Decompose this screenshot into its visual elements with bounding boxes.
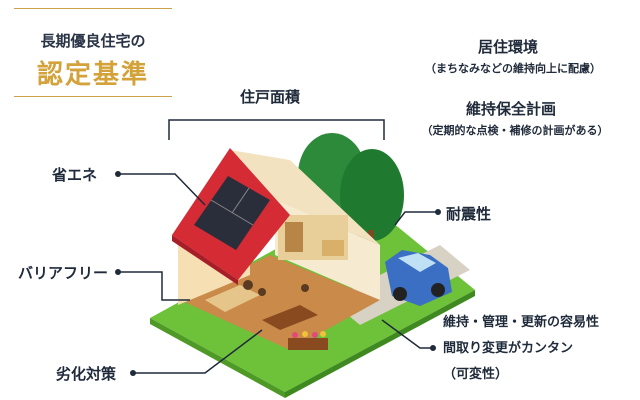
callout-lines (118, 119, 438, 374)
label-maintenance-update-1: 維持・管理・更新の容易性 (443, 315, 600, 330)
tree-front (340, 149, 404, 241)
lawn-edge-left (150, 318, 285, 398)
note-maintenance-plan: （定期的な点検・補修の計画がある） (421, 124, 609, 137)
title-subtitle: 長期優良住宅の (40, 32, 146, 50)
person-1 (243, 280, 253, 290)
car (385, 250, 452, 306)
label-living-environment: 居住環境 (478, 38, 539, 56)
label-energy-saving: 省エネ (52, 166, 98, 184)
label-durability: 劣化対策 (56, 365, 117, 383)
title-box: 長期優良住宅の 認定基準 (14, 8, 172, 98)
label-barrier-free: バリアフリー (18, 264, 109, 282)
lawn-edge-right (285, 290, 475, 398)
label-seismic: 耐震性 (446, 205, 492, 223)
callout-dots (115, 171, 441, 376)
kitchen-cabinet (285, 222, 303, 252)
label-maintenance-update-2: 間取り変更がカンタン (443, 341, 574, 356)
title-main: 認定基準 (36, 60, 149, 90)
roof-edge (172, 235, 238, 285)
kitchen-counter (322, 240, 344, 256)
title-top-rule (14, 8, 172, 9)
person-3 (301, 284, 309, 292)
dining-table (262, 305, 318, 330)
sofa (205, 285, 260, 312)
flower-box (288, 338, 328, 350)
label-maintenance-plan: 維持保全計画 (466, 100, 557, 118)
label-maintenance-update-3: （可変性） (443, 367, 509, 382)
note-living-environment: （まちなみなどの維持向上に配慮） (425, 62, 601, 75)
label-floor-area: 住戸面積 (240, 88, 301, 106)
person-2 (258, 288, 266, 296)
title-bottom-rule (14, 96, 172, 97)
